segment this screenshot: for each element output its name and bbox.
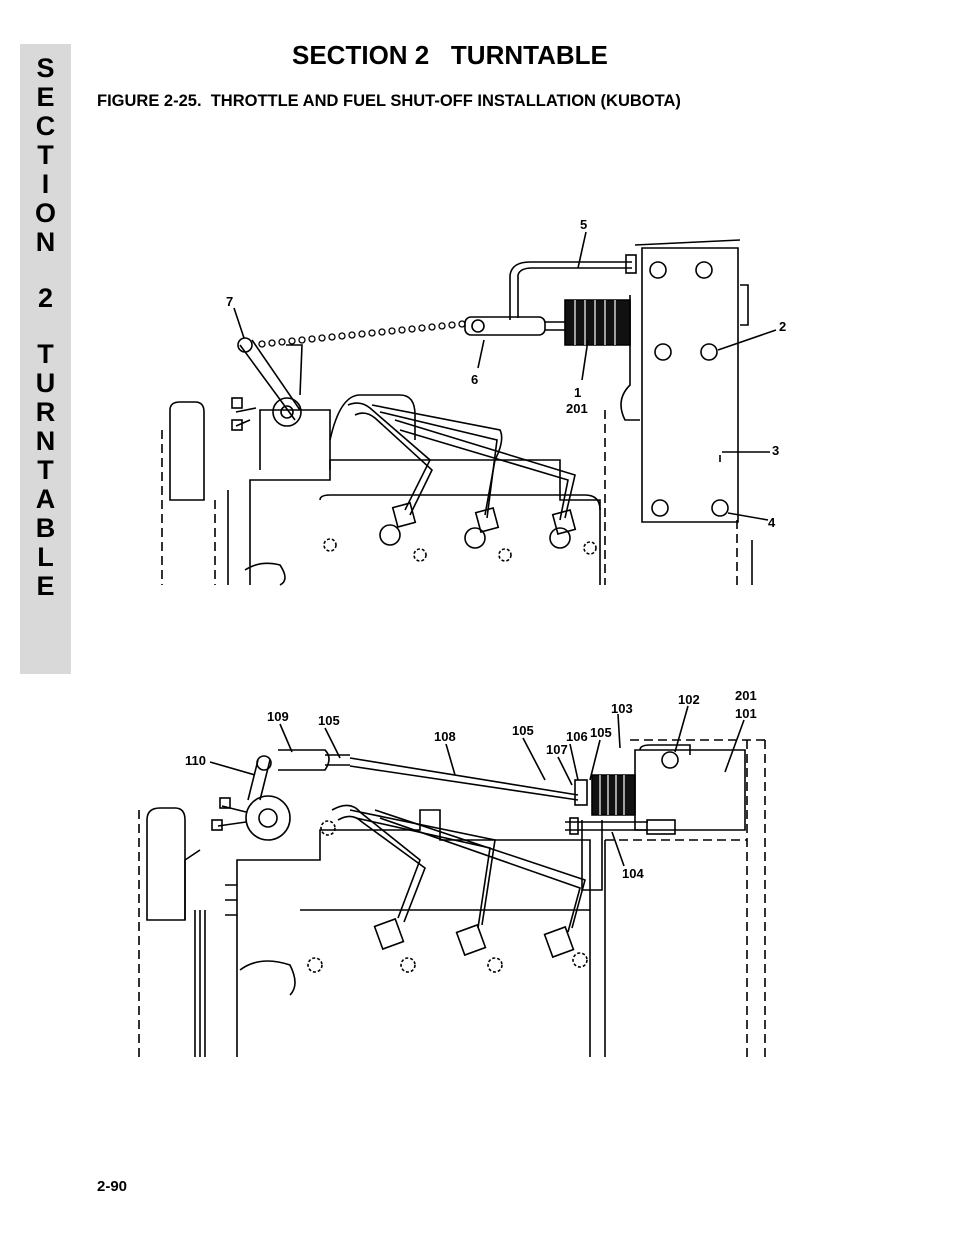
callout-label: 6 bbox=[471, 372, 478, 387]
callout-label: 5 bbox=[580, 217, 587, 232]
page-number: 2-90 bbox=[97, 1178, 128, 1195]
section-side-tab: S E C T I O N 2 T U R N T A B L E bbox=[20, 44, 71, 674]
callout-label: 3 bbox=[772, 443, 779, 458]
callout-label: 1 bbox=[574, 385, 581, 400]
side-tab-letter: A bbox=[35, 484, 56, 514]
callout-label: 106 bbox=[566, 729, 588, 744]
side-tab-letter: U bbox=[35, 368, 56, 398]
side-tab-letter: T bbox=[37, 455, 54, 485]
callout-label: 4 bbox=[768, 515, 776, 530]
side-tab-letter: B bbox=[35, 513, 56, 543]
side-tab-letter: N bbox=[35, 426, 56, 456]
callout-label: 101 bbox=[735, 706, 757, 721]
section-title: SECTION 2 TURNTABLE bbox=[292, 40, 608, 70]
callout-label: 102 bbox=[678, 692, 700, 707]
callout-label: 2 bbox=[779, 319, 786, 334]
figure-caption: FIGURE 2-25. THROTTLE AND FUEL SHUT-OFF … bbox=[97, 92, 681, 110]
side-tab-letter: R bbox=[35, 397, 56, 427]
side-tab-letter: L bbox=[37, 542, 54, 572]
side-tab-letter: I bbox=[41, 169, 50, 199]
side-tab-letter: C bbox=[35, 111, 56, 141]
callout-label: 107 bbox=[546, 742, 568, 757]
callout-label: 103 bbox=[611, 701, 633, 716]
callout-label: 108 bbox=[434, 729, 456, 744]
side-tab-letter: E bbox=[36, 571, 55, 601]
callout-label: 105 bbox=[512, 723, 534, 738]
callout-label: 105 bbox=[318, 713, 340, 728]
callout-label: 110 bbox=[185, 753, 206, 768]
side-tab-letters: S E C T I O N 2 T U R N T A B L E bbox=[20, 54, 71, 601]
side-tab-letter: O bbox=[34, 198, 56, 228]
callout-label: 105 bbox=[590, 725, 612, 740]
side-tab-letter: N bbox=[35, 227, 56, 257]
side-tab-letter: 2 bbox=[37, 283, 54, 313]
side-tab-letter: E bbox=[36, 82, 55, 112]
callout-label: 201 bbox=[566, 401, 588, 416]
side-tab-letter: T bbox=[37, 339, 54, 369]
callout-label: 109 bbox=[267, 709, 289, 724]
side-tab-letter: S bbox=[36, 53, 55, 83]
callout-label: 104 bbox=[622, 866, 644, 881]
callout-label: 7 bbox=[226, 294, 233, 309]
side-tab-letter: T bbox=[37, 140, 54, 170]
callout-label: 201 bbox=[735, 688, 757, 703]
